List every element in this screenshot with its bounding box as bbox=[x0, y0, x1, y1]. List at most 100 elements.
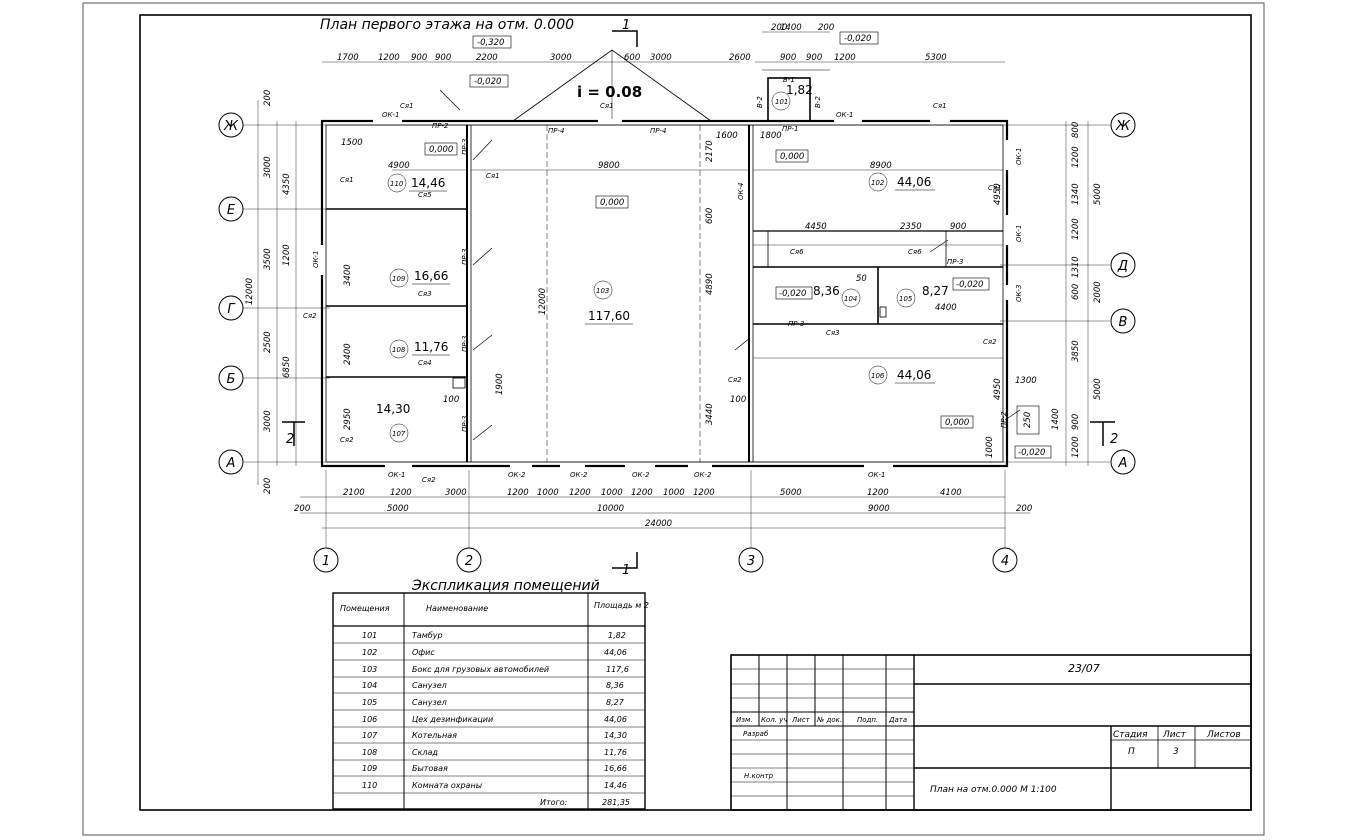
section-mark-1-bottom: 1 bbox=[622, 563, 630, 578]
svg-text:2000: 2000 bbox=[1093, 281, 1103, 303]
svg-text:1340: 1340 bbox=[1071, 183, 1081, 205]
svg-text:900: 900 bbox=[1071, 414, 1081, 430]
svg-text:9000: 9000 bbox=[868, 504, 890, 514]
svg-text:5000: 5000 bbox=[387, 504, 409, 514]
axis-d: Д bbox=[1110, 252, 1136, 278]
svg-text:Ж: Ж bbox=[223, 119, 239, 134]
svg-text:Е: Е bbox=[227, 203, 236, 218]
svg-text:1200: 1200 bbox=[569, 488, 591, 498]
svg-text:109: 109 bbox=[392, 275, 406, 283]
room-105: 105 8,27 bbox=[896, 284, 949, 308]
svg-text:103: 103 bbox=[596, 287, 609, 295]
svg-text:16,66: 16,66 bbox=[414, 269, 448, 283]
title-block bbox=[730, 654, 1252, 811]
svg-text:Г: Г bbox=[227, 302, 236, 317]
room-104: 104 8,36 bbox=[813, 284, 861, 308]
svg-text:1200: 1200 bbox=[693, 488, 715, 498]
svg-text:ОК-1: ОК-1 bbox=[1015, 148, 1023, 165]
table-row: 102 Офис 44,06 bbox=[362, 648, 627, 657]
room-labels: 101 1,82 102 44,06 103 117,60 104 8,36 1… bbox=[376, 83, 949, 443]
svg-text:8900: 8900 bbox=[870, 161, 892, 171]
table-row: 110 Комната охраны 14,46 bbox=[362, 781, 627, 790]
dims-inner: 1500 4900 9800 8900 4450 2350 900 4400 2… bbox=[341, 131, 1061, 458]
room-106: 106 44,06 bbox=[868, 365, 935, 385]
svg-text:-0,020: -0,020 bbox=[474, 77, 501, 87]
table-row: 101 Тамбур 1,82 bbox=[362, 631, 626, 640]
section-mark-1-top: 1 bbox=[622, 18, 630, 33]
svg-text:Ся3: Ся3 bbox=[826, 329, 840, 337]
svg-text:2400: 2400 bbox=[343, 343, 353, 365]
svg-text:Листов: Листов bbox=[1206, 730, 1241, 740]
svg-text:5300: 5300 bbox=[925, 53, 947, 63]
svg-text:44,06: 44,06 bbox=[604, 648, 627, 657]
svg-text:Н.контр: Н.контр bbox=[744, 772, 774, 780]
dims-top: 1700 1200 900 900 2200 3000 600 3000 260… bbox=[337, 23, 947, 63]
plan-title: План первого этажа на отм. 0.000 bbox=[320, 17, 574, 33]
svg-text:3000: 3000 bbox=[550, 53, 572, 63]
svg-text:Цех дезинфикации: Цех дезинфикации bbox=[412, 715, 493, 724]
table-row: 105 Санузел 8,27 bbox=[362, 698, 625, 707]
explication-title: Экспликация помещений bbox=[411, 578, 600, 594]
table-row: 103 Бокс для грузовых автомобилей 117,6 bbox=[362, 665, 629, 674]
svg-text:ОК-1: ОК-1 bbox=[388, 471, 405, 479]
svg-text:4100: 4100 bbox=[940, 488, 962, 498]
svg-text:101: 101 bbox=[775, 98, 788, 106]
table-total-row: Итого: 281,35 bbox=[540, 798, 630, 807]
svg-text:Санузел: Санузел bbox=[412, 681, 447, 690]
svg-text:Подп.: Подп. bbox=[857, 716, 878, 724]
room-102: 102 44,06 bbox=[868, 172, 935, 192]
svg-text:Офис: Офис bbox=[412, 648, 435, 657]
svg-text:1200: 1200 bbox=[1071, 218, 1081, 240]
axis-a: А А bbox=[218, 449, 1136, 475]
svg-text:Ся2: Ся2 bbox=[728, 376, 742, 384]
svg-text:ПР-2: ПР-2 bbox=[1000, 411, 1008, 428]
svg-text:1600: 1600 bbox=[716, 131, 738, 141]
svg-text:ОК-2: ОК-2 bbox=[508, 471, 526, 479]
svg-text:1200: 1200 bbox=[1071, 436, 1081, 458]
axis-1: 1 bbox=[313, 547, 339, 573]
svg-text:Изм.: Изм. bbox=[736, 716, 752, 724]
svg-text:ОК-1: ОК-1 bbox=[312, 251, 320, 268]
svg-text:ПР-3: ПР-3 bbox=[461, 416, 469, 432]
svg-text:2500: 2500 bbox=[263, 331, 273, 353]
svg-text:14,30: 14,30 bbox=[376, 402, 410, 416]
svg-text:10000: 10000 bbox=[597, 504, 624, 514]
svg-text:4950: 4950 bbox=[993, 378, 1003, 400]
svg-text:4900: 4900 bbox=[388, 161, 410, 171]
svg-text:0,000: 0,000 bbox=[945, 418, 969, 428]
svg-text:4890: 4890 bbox=[705, 273, 715, 295]
table-row: 107 Котельная 14,30 bbox=[362, 731, 627, 740]
svg-text:1200: 1200 bbox=[282, 244, 292, 266]
room-110: 110 14,46 bbox=[387, 173, 447, 193]
svg-text:44,06: 44,06 bbox=[604, 715, 627, 724]
svg-text:900: 900 bbox=[806, 53, 822, 63]
sheet-title: План на отм.0.000 М 1:100 bbox=[930, 785, 1057, 795]
svg-text:117,60: 117,60 bbox=[588, 309, 630, 323]
svg-text:3440: 3440 bbox=[705, 403, 715, 425]
svg-text:102: 102 bbox=[362, 648, 377, 657]
svg-text:109: 109 bbox=[362, 764, 377, 773]
svg-text:8,36: 8,36 bbox=[606, 681, 624, 690]
svg-text:ПР-4: ПР-4 bbox=[650, 127, 666, 135]
svg-text:Склад: Склад bbox=[412, 748, 438, 757]
svg-text:106: 106 bbox=[362, 715, 377, 724]
svg-text:1500: 1500 bbox=[341, 138, 363, 148]
svg-text:В-1: В-1 bbox=[783, 76, 795, 84]
svg-text:-0,020: -0,020 bbox=[779, 289, 806, 299]
svg-text:3000: 3000 bbox=[445, 488, 467, 498]
table-row: 106 Цех дезинфикации 44,06 bbox=[362, 715, 627, 724]
svg-text:Ся4: Ся4 bbox=[418, 359, 432, 367]
svg-text:Ся2: Ся2 bbox=[340, 436, 354, 444]
svg-text:3: 3 bbox=[747, 554, 755, 569]
svg-text:1800: 1800 bbox=[760, 131, 782, 141]
svg-text:Кол. уч: Кол. уч bbox=[761, 716, 787, 724]
title-block-text: 23/07 Изм. Кол. уч Лист № док. Подп. Дат… bbox=[736, 662, 1241, 795]
svg-text:110: 110 bbox=[362, 781, 377, 790]
svg-text:А: А bbox=[226, 456, 236, 471]
svg-text:-0,320: -0,320 bbox=[477, 38, 504, 48]
svg-text:2100: 2100 bbox=[343, 488, 365, 498]
svg-text:200: 200 bbox=[263, 478, 273, 494]
svg-text:ПР-3: ПР-3 bbox=[461, 336, 469, 352]
axis-3: 3 bbox=[738, 547, 764, 573]
